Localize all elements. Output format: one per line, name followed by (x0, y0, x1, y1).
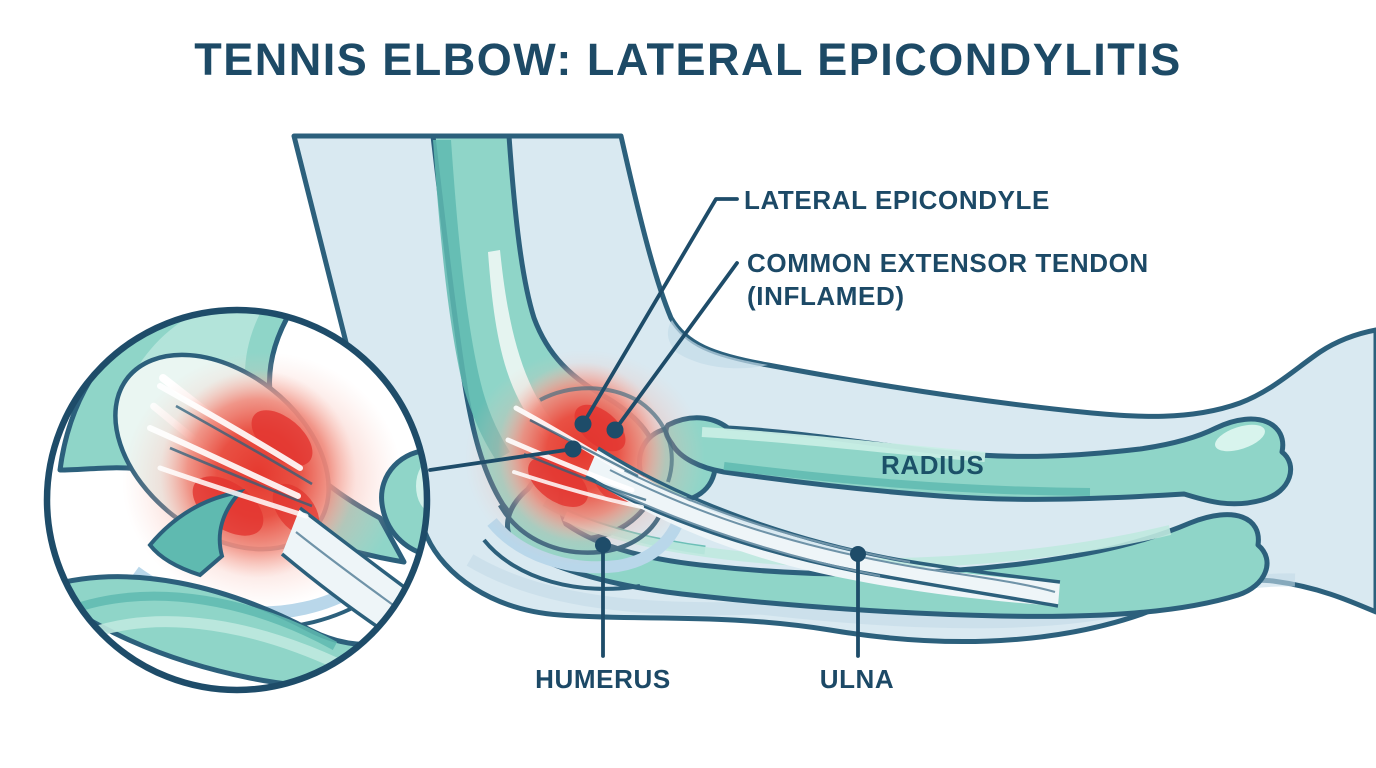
dot-lateral-epicondyle (574, 415, 592, 433)
leader-common-extensor-tendon (613, 261, 739, 432)
dot-inset-connector (564, 440, 582, 458)
dot-humerus (595, 537, 611, 553)
label-common-extensor-tendon-line2: (INFLAMED) (747, 281, 905, 311)
dot-ulna (850, 546, 866, 562)
page-title: TENNIS ELBOW: LATERAL EPICONDYLITIS (194, 34, 1182, 85)
magnifier-inset (43, 306, 431, 694)
label-humerus: HUMERUS (535, 664, 671, 694)
label-common-extensor-tendon: COMMON EXTENSOR TENDON (INFLAMED) (747, 247, 1149, 313)
leader-lines (428, 197, 860, 658)
label-ulna: ULNA (819, 664, 895, 694)
leader-lateral-epicondyle (581, 197, 739, 426)
dot-common-extensor-tendon (606, 421, 624, 439)
leader-dots (564, 415, 866, 562)
label-radius: RADIUS (881, 450, 985, 480)
extensor-tendon (505, 405, 1061, 608)
label-common-extensor-tendon-line1: COMMON EXTENSOR TENDON (747, 248, 1149, 278)
leader-inset-connector (428, 447, 575, 472)
magnifier-ring (43, 306, 431, 694)
magnifier-inset-content (47, 310, 427, 690)
label-lateral-epicondyle: LATERAL EPICONDYLE (744, 185, 1050, 215)
